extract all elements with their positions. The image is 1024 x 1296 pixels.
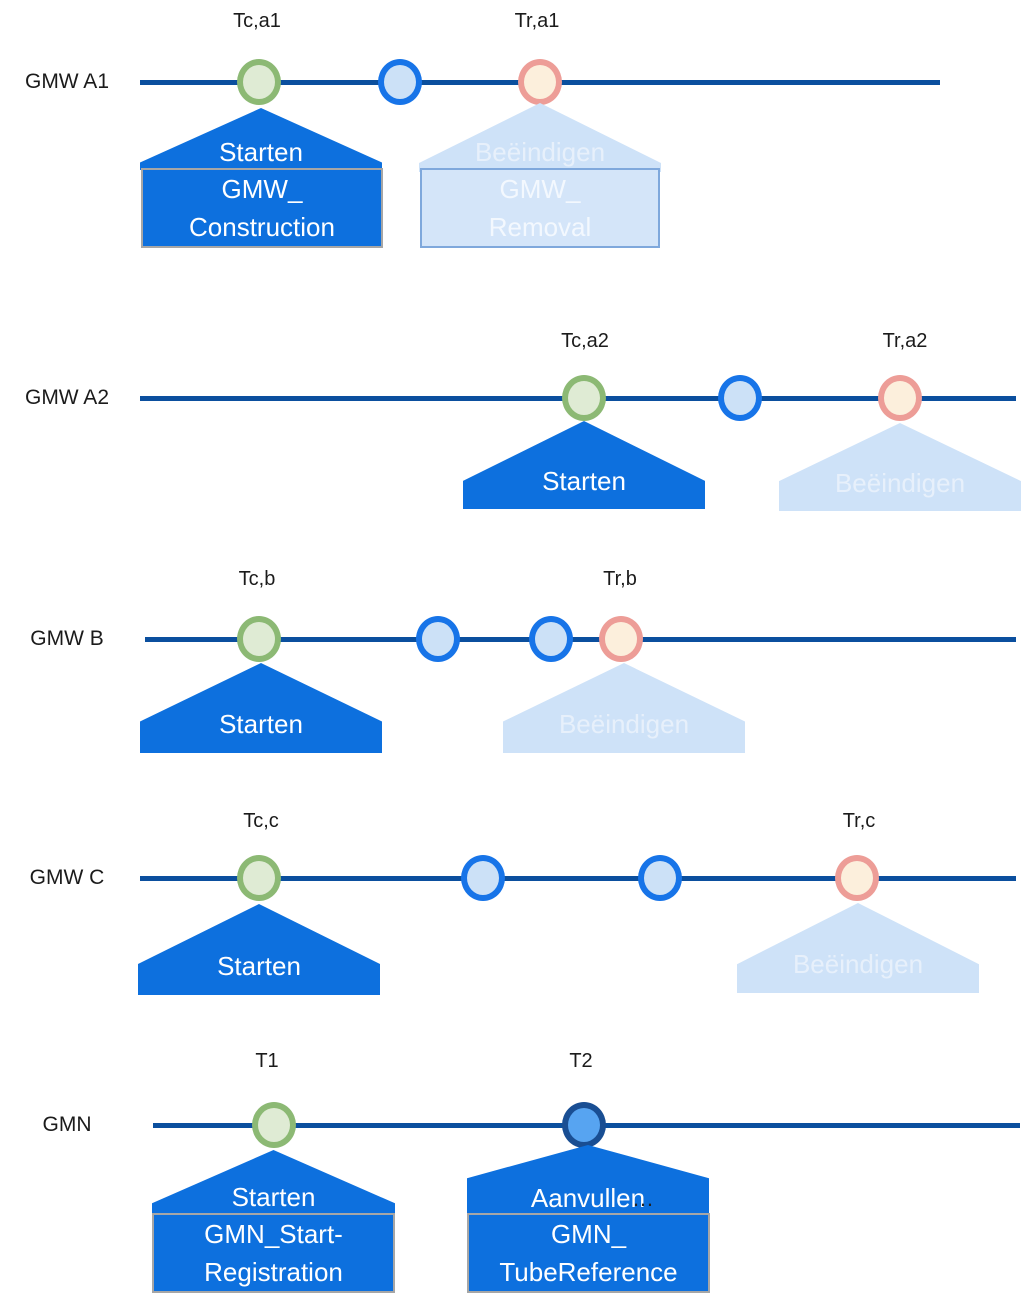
callout-label: Aanvullen bbox=[530, 1183, 646, 1213]
timeline-gmw-b bbox=[145, 637, 1016, 642]
callout-label: Starten bbox=[231, 1182, 316, 1212]
event-box-gmn-tubereference: GMN_ TubeReference bbox=[467, 1213, 710, 1293]
event-box-line2: Construction bbox=[189, 212, 335, 242]
event-intermediate-circle bbox=[638, 855, 682, 901]
time-label-tr-a2: Tr,a2 bbox=[882, 330, 928, 352]
event-start-circle bbox=[562, 375, 606, 421]
time-label-tc-c: Tc,c bbox=[243, 810, 279, 832]
row-label-gmn: GMN bbox=[42, 1113, 92, 1136]
event-end-circle bbox=[599, 616, 643, 662]
callout-label: Starten bbox=[219, 137, 303, 167]
time-label-tc-a2: Tc,a2 bbox=[561, 330, 609, 352]
row-label-gmw-a1: GMW A1 bbox=[24, 70, 109, 93]
callout-label: Starten bbox=[542, 466, 626, 496]
event-intermediate-circle bbox=[461, 855, 505, 901]
time-label-tr-a1: Tr,a1 bbox=[514, 10, 560, 32]
event-box-line1: GMW_ bbox=[499, 174, 581, 204]
event-box-line1: GMN_Start- bbox=[204, 1219, 343, 1249]
event-box-line2: Removal bbox=[488, 212, 592, 242]
time-label-t1: T1 bbox=[255, 1050, 279, 1072]
event-network-circle bbox=[562, 1102, 606, 1148]
callout-label: Beëindigen bbox=[792, 949, 924, 979]
time-label-tc-a1: Tc,a1 bbox=[233, 10, 281, 32]
event-end-circle bbox=[518, 59, 562, 105]
event-box-line1: GMN_ bbox=[550, 1219, 627, 1249]
row-label-gmw-b: GMW B bbox=[30, 627, 104, 650]
event-box-gmw-construction: GMW_ Construction bbox=[141, 168, 383, 248]
event-box-line2: Registration bbox=[204, 1257, 343, 1287]
callout-beeindigen-gmw-a1: Beëindigen bbox=[419, 103, 661, 172]
callout-label: Starten bbox=[217, 951, 301, 981]
row-label-gmw-c: GMW C bbox=[29, 866, 105, 889]
callout-starten-gmw-b: Starten bbox=[140, 663, 382, 753]
event-intermediate-circle bbox=[529, 616, 573, 662]
time-label-tr-b: Tr,b bbox=[603, 568, 637, 590]
ellipsis-more-events: … bbox=[632, 1186, 656, 1211]
callout-starten-gmw-c: Starten bbox=[138, 904, 380, 995]
event-intermediate-circle bbox=[416, 616, 460, 662]
callout-starten-gmn: Starten bbox=[152, 1150, 395, 1215]
event-intermediate-circle bbox=[718, 375, 762, 421]
callout-label: Beëindigen bbox=[834, 468, 966, 498]
time-label-t2: T2 bbox=[569, 1050, 593, 1072]
event-start-circle bbox=[237, 855, 281, 901]
callout-starten-gmw-a1: Starten bbox=[140, 108, 382, 170]
callout-beeindigen-gmw-c: Beëindigen bbox=[737, 903, 979, 993]
event-start-circle bbox=[237, 616, 281, 662]
event-box-gmw-removal: GMW_ Removal bbox=[420, 168, 660, 248]
event-end-circle bbox=[878, 375, 922, 421]
callout-label: Beëindigen bbox=[558, 709, 690, 739]
row-label-gmw-a2: GMW A2 bbox=[24, 386, 109, 409]
callout-beeindigen-gmw-a2: Beëindigen bbox=[779, 423, 1021, 511]
event-box-line1: GMW_ bbox=[221, 174, 303, 204]
time-label-tc-b: Tc,b bbox=[238, 568, 276, 590]
event-box-line2: TubeReference bbox=[499, 1257, 678, 1287]
timeline-gmw-c bbox=[140, 876, 1016, 881]
event-start-circle bbox=[252, 1102, 296, 1148]
time-label-tr-c: Tr,c bbox=[842, 810, 876, 832]
callout-label: Starten bbox=[219, 709, 303, 739]
event-intermediate-circle bbox=[378, 59, 422, 105]
event-end-circle bbox=[835, 855, 879, 901]
callout-beeindigen-gmw-b: Beëindigen bbox=[503, 663, 745, 753]
event-start-circle bbox=[237, 59, 281, 105]
callout-starten-gmw-a2: Starten bbox=[463, 421, 705, 509]
callout-label: Beëindigen bbox=[474, 137, 606, 167]
event-box-gmn-start-registration: GMN_Start- Registration bbox=[152, 1213, 395, 1293]
